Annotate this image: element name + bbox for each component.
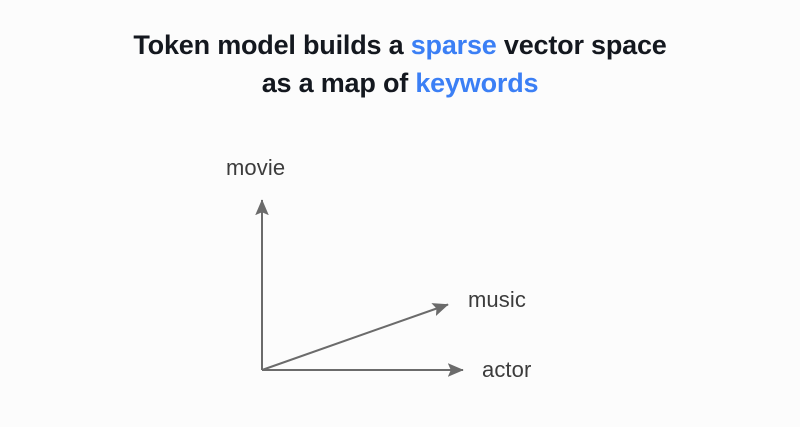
- title-accent-keywords: keywords: [415, 68, 539, 98]
- title-line-2-part-1: as a map of: [261, 68, 416, 98]
- title-line-1-part-1: Token model builds a: [133, 30, 411, 60]
- page-title: Token model builds a sparse vector space…: [0, 26, 800, 102]
- title-line-1: Token model builds a sparse vector space: [0, 26, 800, 64]
- axis-label-actor: actor: [482, 357, 532, 382]
- title-line-1-part-3: vector space: [496, 30, 667, 60]
- axis-label-movie: movie: [226, 155, 286, 180]
- axis-label-music: music: [468, 287, 526, 312]
- axis-arrow-music: [261, 303, 449, 371]
- title-line-2: as a map of keywords: [0, 64, 800, 102]
- title-accent-sparse: sparse: [410, 30, 497, 60]
